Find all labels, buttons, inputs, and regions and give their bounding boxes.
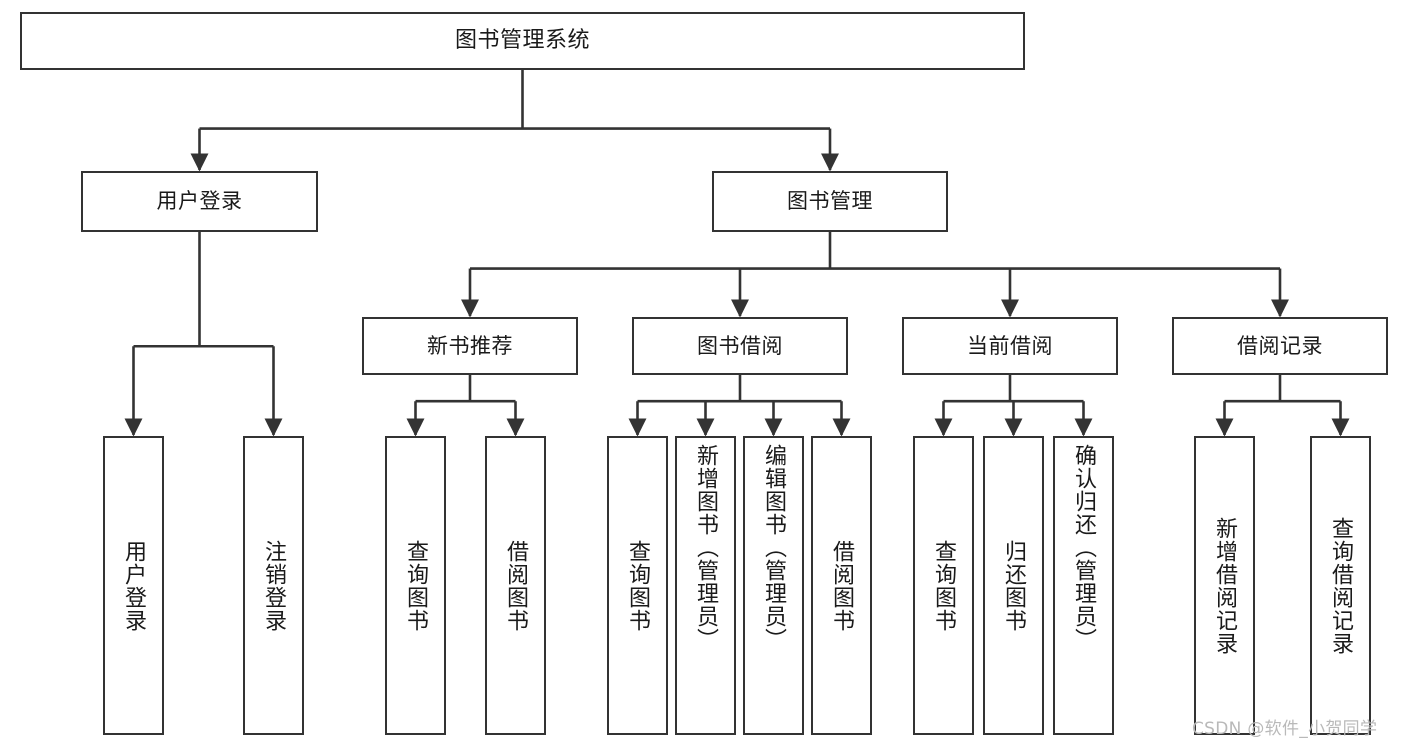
node-leaf-query-book-1-label: 查询图书	[403, 539, 429, 632]
node-leaf-query-record[interactable]: 查询借阅记录	[1310, 436, 1371, 735]
node-leaf-confirm-return[interactable]: 确认归还（管理员）	[1053, 436, 1114, 735]
node-leaf-add-record-label: 新增借阅记录	[1212, 516, 1238, 655]
node-borrow-record-label: 借阅记录	[1237, 333, 1323, 358]
node-leaf-confirm-return-label: 确认归还（管理员）	[1071, 444, 1097, 651]
watermark: CSDN @软件_小贺同学	[1192, 719, 1378, 739]
node-book-borrow[interactable]: 图书借阅	[632, 317, 848, 375]
node-leaf-borrow-book-2[interactable]: 借阅图书	[811, 436, 872, 735]
node-leaf-query-book-3-label: 查询图书	[931, 539, 957, 632]
node-user-login-label: 用户登录	[156, 189, 243, 214]
node-leaf-add-record[interactable]: 新增借阅记录	[1194, 436, 1255, 735]
node-current-borrow-label: 当前借阅	[967, 333, 1053, 358]
node-leaf-query-record-label: 查询借阅记录	[1328, 516, 1354, 655]
node-leaf-add-book[interactable]: 新增图书（管理员）	[675, 436, 736, 735]
node-leaf-borrow-book-2-label: 借阅图书	[829, 539, 855, 632]
node-leaf-borrow-book-1[interactable]: 借阅图书	[485, 436, 546, 735]
node-leaf-user-logout-label: 注销登录	[261, 539, 287, 632]
node-leaf-user-login-label: 用户登录	[121, 539, 147, 632]
node-leaf-return-book[interactable]: 归还图书	[983, 436, 1044, 735]
node-leaf-query-book-2[interactable]: 查询图书	[607, 436, 668, 735]
node-leaf-query-book-3[interactable]: 查询图书	[913, 436, 974, 735]
node-leaf-query-book-1[interactable]: 查询图书	[385, 436, 446, 735]
node-leaf-query-book-2-label: 查询图书	[625, 539, 651, 632]
node-book-borrow-label: 图书借阅	[697, 333, 783, 358]
node-leaf-add-book-label: 新增图书（管理员）	[693, 444, 719, 651]
node-leaf-edit-book-label: 编辑图书（管理员）	[761, 444, 787, 651]
node-leaf-user-logout[interactable]: 注销登录	[243, 436, 304, 735]
node-leaf-borrow-book-1-label: 借阅图书	[503, 539, 529, 632]
node-new-book-recommend[interactable]: 新书推荐	[362, 317, 578, 375]
node-leaf-return-book-label: 归还图书	[1001, 539, 1027, 632]
node-new-book-recommend-label: 新书推荐	[427, 333, 513, 358]
node-root-label: 图书管理系统	[454, 28, 590, 54]
node-user-login[interactable]: 用户登录	[81, 171, 318, 232]
node-current-borrow[interactable]: 当前借阅	[902, 317, 1118, 375]
node-root[interactable]: 图书管理系统	[20, 12, 1025, 70]
node-leaf-edit-book[interactable]: 编辑图书（管理员）	[743, 436, 804, 735]
node-leaf-user-login[interactable]: 用户登录	[103, 436, 164, 735]
node-book-manage-label: 图书管理	[787, 189, 873, 214]
node-borrow-record[interactable]: 借阅记录	[1172, 317, 1388, 375]
node-book-manage[interactable]: 图书管理	[712, 171, 948, 232]
